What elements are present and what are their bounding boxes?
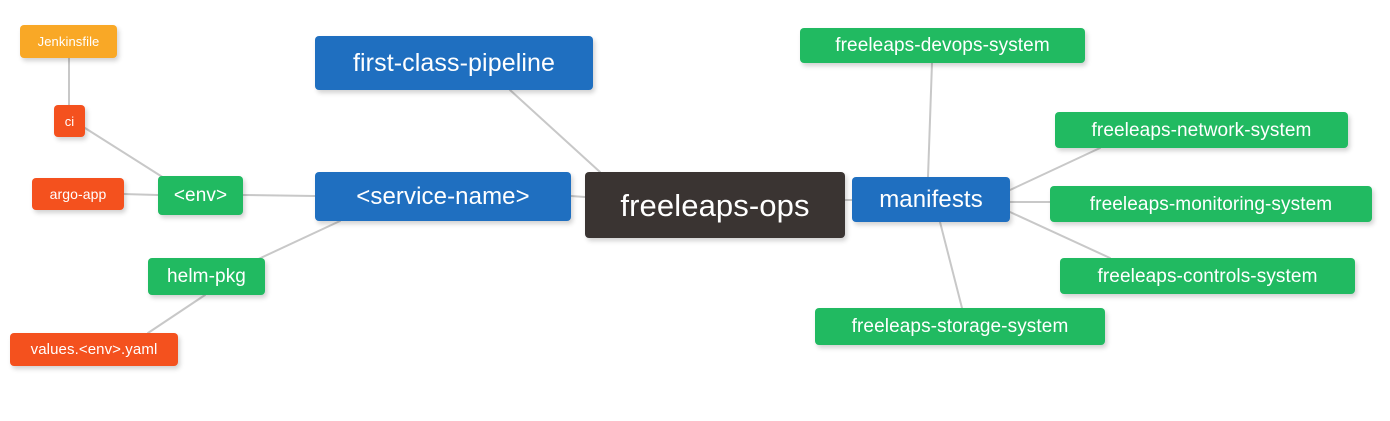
node-label-service-name: <service-name>: [356, 182, 530, 210]
node-freeleaps-storage-system[interactable]: freeleaps-storage-system: [815, 308, 1105, 345]
node-manifests[interactable]: manifests: [852, 177, 1010, 222]
node-label-first-class-pipeline: first-class-pipeline: [352, 48, 556, 77]
edge-manifests-storage: [939, 221, 963, 309]
node-label-ci: ci: [64, 113, 75, 129]
edge-manifests-network: [1009, 147, 1101, 191]
node-label-freeleaps-monitoring-system: freeleaps-monitoring-system: [1089, 193, 1333, 215]
edge-argoapp-env: [123, 193, 159, 196]
node-freeleaps-network-system[interactable]: freeleaps-network-system: [1055, 112, 1348, 148]
node-env[interactable]: <env>: [158, 176, 243, 215]
node-label-helm-pkg: helm-pkg: [167, 266, 246, 287]
node-freeleaps-controls-system[interactable]: freeleaps-controls-system: [1060, 258, 1355, 294]
edge-helmpkg-servicename: [251, 220, 341, 263]
node-freeleaps-devops-system[interactable]: freeleaps-devops-system: [800, 28, 1085, 63]
node-values-env-yaml[interactable]: values.<env>.yaml: [10, 333, 178, 366]
node-freeleaps-ops[interactable]: freeleaps-ops: [585, 172, 845, 238]
node-first-class-pipeline[interactable]: first-class-pipeline: [315, 36, 593, 90]
edge-manifests-devops: [927, 62, 933, 178]
edge-values-helmpkg: [147, 294, 206, 334]
node-label-manifests: manifests: [879, 185, 983, 213]
node-label-freeleaps-controls-system: freeleaps-controls-system: [1097, 265, 1318, 287]
node-label-freeleaps-storage-system: freeleaps-storage-system: [851, 316, 1069, 337]
node-service-name[interactable]: <service-name>: [315, 172, 571, 221]
edge-servicename-ops: [570, 195, 586, 198]
node-jenkinsfile[interactable]: Jenkinsfile: [20, 25, 117, 58]
node-label-freeleaps-devops-system: freeleaps-devops-system: [835, 35, 1050, 56]
node-label-freeleaps-network-system: freeleaps-network-system: [1091, 119, 1312, 141]
edge-ci-env: [84, 127, 165, 179]
node-label-freeleaps-ops: freeleaps-ops: [620, 187, 810, 223]
node-label-argo-app: argo-app: [49, 186, 107, 202]
edge-env-servicename: [242, 194, 316, 197]
node-argo-app[interactable]: argo-app: [32, 178, 124, 210]
node-label-jenkinsfile: Jenkinsfile: [37, 34, 100, 49]
node-label-values-env-yaml: values.<env>.yaml: [30, 341, 158, 358]
edge-pipeline-ops: [509, 89, 601, 173]
node-label-env: <env>: [173, 185, 228, 206]
node-freeleaps-monitoring-system[interactable]: freeleaps-monitoring-system: [1050, 186, 1372, 222]
node-helm-pkg[interactable]: helm-pkg: [148, 258, 265, 295]
node-ci[interactable]: ci: [54, 105, 85, 137]
